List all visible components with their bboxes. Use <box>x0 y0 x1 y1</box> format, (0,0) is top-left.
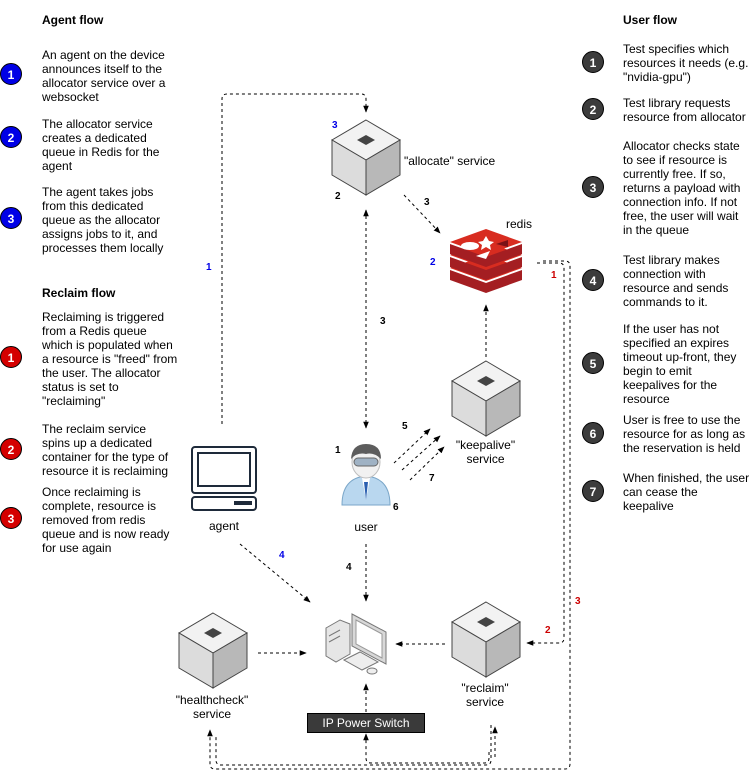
edge-user-keepalive-7 <box>409 446 445 481</box>
edge-label-reclaim-2: 2 <box>545 625 551 636</box>
ip-power-switch: IP Power Switch <box>307 713 425 733</box>
edge-label-user-1: 1 <box>335 445 341 456</box>
user-avatar-icon <box>341 444 391 506</box>
keepalive-service-cube <box>451 360 521 437</box>
user-step-4-badge: 4 <box>582 269 604 291</box>
user-flow-heading: User flow <box>623 13 678 27</box>
redis-icon <box>450 229 522 293</box>
edge-agent-allocate <box>221 93 369 424</box>
agent-step-2-badge: 2 <box>0 126 22 148</box>
edge-label-redis-1: 1 <box>551 270 557 281</box>
edge-allocate-redis <box>403 194 441 234</box>
agent-step-1-badge: 1 <box>0 63 22 85</box>
edge-label-allocate-3: 3 <box>332 120 338 131</box>
user-step-1-text: Test specifies which resources it needs … <box>623 42 749 84</box>
reclaim-service-cube <box>451 601 521 678</box>
keepalive-service-label: "keepalive" service <box>455 438 516 466</box>
reclaim-step-2-badge: 2 <box>0 438 22 460</box>
edge-label-agent-1: 1 <box>206 262 212 273</box>
allocate-service-cube <box>331 119 401 196</box>
edge-reclaim-loop <box>207 260 571 770</box>
reclaim-flow-heading: Reclaim flow <box>42 286 116 300</box>
edge-label-allocate-2: 2 <box>335 191 341 202</box>
agent-step-2-text: The allocator service creates a dedicate… <box>42 117 160 173</box>
edge-user-keepalive-5 <box>393 428 431 464</box>
user-label: user <box>354 520 378 534</box>
edge-label-user-5: 5 <box>402 421 408 432</box>
user-step-6-badge: 6 <box>582 422 604 444</box>
edge-label-agent-4: 4 <box>279 550 285 561</box>
edge-label-reclaim-3: 3 <box>575 596 581 607</box>
edge-reclaim-switch-2 <box>363 733 490 764</box>
edge-label-redis-2: 2 <box>430 257 436 268</box>
agent-step-3-text: The agent takes jobs from this dedicated… <box>42 185 164 255</box>
user-step-6-text: User is free to use the resource for as … <box>623 413 746 455</box>
reclaim-service-label: "reclaim" service <box>461 681 509 709</box>
user-step-7-text: When finished, the user can cease the ke… <box>623 471 750 513</box>
user-step-2-text: Test library requests resource from allo… <box>623 96 746 124</box>
user-step-3-text: Allocator checks state to see if resourc… <box>623 139 741 237</box>
reclaim-step-2-text: The reclaim service spins up a dedicated… <box>42 422 169 478</box>
user-step-1-badge: 1 <box>582 51 604 73</box>
device-computer-icon <box>325 613 387 675</box>
edge-reclaim-healthcheck <box>215 725 492 766</box>
user-step-3-badge: 3 <box>582 176 604 198</box>
edge-label-user-allocate-3: 3 <box>380 316 386 327</box>
user-step-2-badge: 2 <box>582 98 604 120</box>
edge-agent-device <box>239 543 311 603</box>
edge-user-keepalive-6 <box>401 435 441 471</box>
reclaim-step-3-badge: 3 <box>0 507 22 529</box>
redis-label: redis <box>506 217 533 231</box>
user-step-7-badge: 7 <box>582 480 604 502</box>
edge-label-user-7: 7 <box>429 473 435 484</box>
user-step-5-badge: 5 <box>582 352 604 374</box>
reclaim-step-1-badge: 1 <box>0 346 22 368</box>
healthcheck-service-cube <box>178 612 248 689</box>
agent-label: agent <box>208 519 240 533</box>
healthcheck-service-label: "healthcheck" service <box>175 693 249 721</box>
edge-redis-reclaim <box>526 262 565 646</box>
agent-step-1-text: An agent on the device announces itself … <box>42 48 166 104</box>
allocate-service-label: "allocate" service <box>404 154 496 168</box>
reclaim-step-1-text: Reclaiming is triggered from a Redis que… <box>42 310 178 408</box>
user-step-5-text: If the user has not specified an expires… <box>623 322 737 406</box>
edge-label-user-4: 4 <box>346 562 352 573</box>
edge-label-user-6: 6 <box>393 502 399 513</box>
agent-step-3-badge: 3 <box>0 207 22 229</box>
reclaim-step-3-text: Once reclaiming is complete, resource is… <box>42 485 170 555</box>
edge-label-allocate-redis-3: 3 <box>424 197 430 208</box>
user-step-4-text: Test library makes connection with resou… <box>623 253 729 309</box>
agent-laptop-icon <box>191 446 257 511</box>
agent-flow-heading: Agent flow <box>42 13 104 27</box>
